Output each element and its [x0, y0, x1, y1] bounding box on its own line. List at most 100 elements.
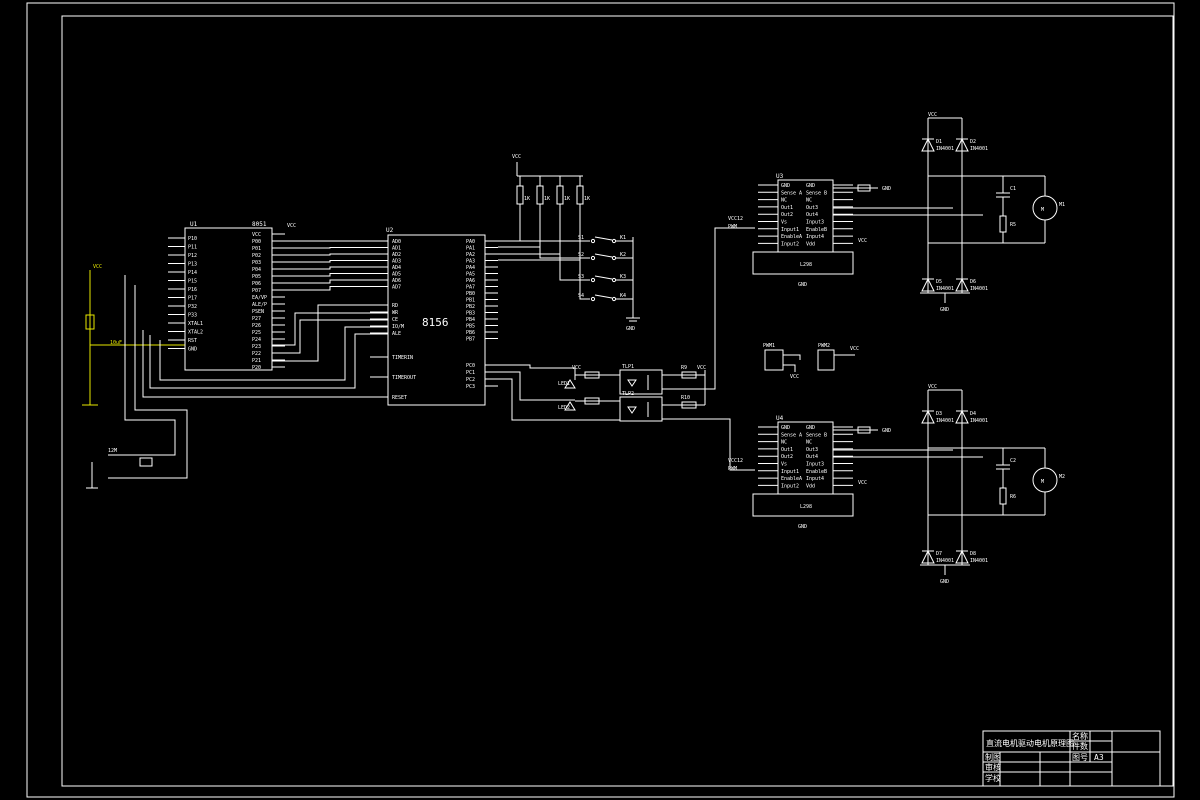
opto-res1: R9	[681, 365, 687, 371]
driver-right-pin: Out3	[806, 205, 818, 211]
opto2	[619, 396, 663, 422]
driver-ref: U3	[776, 173, 784, 180]
diode-label: D5	[936, 279, 942, 285]
switch-label: S3	[578, 274, 584, 280]
mcu-right-pin: P02	[252, 253, 261, 259]
motor-symbol	[1032, 195, 1058, 221]
diode-label: D2	[970, 139, 976, 145]
io-right-pin: PC0	[466, 363, 475, 369]
driver-right-pin: GND	[806, 183, 815, 189]
mcu-right-pin: VCC	[252, 232, 261, 238]
driver-vcc12: VCC12	[728, 458, 743, 464]
driver-left-pin: Out2	[781, 212, 793, 218]
motor-mark: M	[1041, 479, 1044, 485]
io-right-pin: PB7	[466, 337, 475, 343]
io-right-pin: PA3	[466, 259, 475, 265]
control-wiring	[142, 304, 388, 398]
io-left-pin: IO/M	[392, 324, 404, 330]
led1-label: LED1	[558, 381, 570, 387]
mcu-left-pin: P17	[188, 296, 197, 302]
crystal-circuit: 12M	[86, 275, 188, 489]
diode-label: D8	[970, 551, 976, 557]
mcu-right-pin: P07	[252, 288, 261, 294]
mcu-left-pin: P32	[188, 304, 197, 310]
driver-left-pin: EnableA	[781, 234, 802, 240]
io-right-pin: PC3	[466, 384, 475, 390]
driver-gnd-arrow: GND	[882, 186, 891, 192]
diode-type: IN4001	[936, 418, 954, 424]
reset-cap-label: 10uF	[110, 340, 122, 346]
driver-left-pin: Out2	[781, 454, 793, 460]
io-right-pin: PA0	[466, 239, 475, 245]
io-left-pin: TIMEROUT	[392, 375, 416, 381]
driver-right-pin: NC	[806, 198, 812, 204]
driver-right-pin: Vdd	[806, 483, 815, 489]
opto-res2: R10	[681, 395, 690, 401]
mcu-left-pin: P11	[188, 245, 197, 251]
bridge-gnd: GND	[940, 307, 949, 313]
pullup-value: 1K	[564, 196, 570, 202]
pwm-vcc: VCC	[790, 374, 799, 380]
mcu-right-pin: P03	[252, 260, 261, 266]
pwm-headers: PWM1 PWM2 VCC VCC	[763, 343, 859, 380]
io-right-pin: PA4	[466, 265, 475, 271]
mcu-right-pin: P22	[252, 351, 261, 357]
driver-right-pin: EnableB	[806, 469, 827, 475]
mcu-right-pin: P05	[252, 274, 261, 280]
mcu-right-pin: P04	[252, 267, 261, 273]
driver-right-pin: Sense B	[806, 432, 827, 438]
pullup-value: 1K	[584, 196, 590, 202]
diode-label: D3	[936, 411, 942, 417]
driver-ref: U4	[776, 415, 784, 422]
driver-left-pin: Out1	[781, 205, 793, 211]
driver-right-pin: Input4	[806, 476, 824, 482]
mcu-right-pin: P24	[252, 337, 261, 343]
diode-type: IN4001	[936, 558, 954, 564]
mcu-left-pin: XTAL1	[188, 321, 203, 327]
mcu-right-pin: P06	[252, 281, 261, 287]
diode-type: IN4001	[970, 418, 988, 424]
diode-label: D1	[936, 139, 942, 145]
diode-label: D7	[936, 551, 942, 557]
driver-left-pin: EnableA	[781, 476, 802, 482]
driver-left-pin: GND	[781, 183, 790, 189]
diode-type: IN4001	[970, 146, 988, 152]
switch-label: S4	[578, 293, 584, 299]
opto-vcc: VCC	[697, 365, 706, 371]
io-left-pin: AD0	[392, 239, 401, 245]
sense-res-label: R6	[1010, 494, 1016, 500]
mcu-right-pin: PSEN	[252, 309, 264, 315]
switch-tag: K3	[620, 274, 626, 280]
io-right-pin: PB5	[466, 324, 475, 330]
driver-left-pin: NC	[781, 440, 787, 446]
mcu-left-pin: RST	[188, 338, 197, 344]
driver-gnd: GND	[798, 524, 807, 530]
pullup-vcc-label: VCC	[512, 154, 521, 160]
diode-type: IN4001	[970, 558, 988, 564]
io-right-pin: PB1	[466, 298, 475, 304]
driver-right-pin: EnableB	[806, 227, 827, 233]
mcu-ref: U1	[190, 221, 198, 228]
driver-left-pin: Vs	[781, 220, 787, 226]
io-left-pin: AD3	[392, 259, 401, 265]
mcu-right-pin: P23	[252, 344, 261, 350]
io-right-pin: PA5	[466, 272, 475, 278]
io-name: 8156	[422, 316, 449, 329]
io-left-pin: AD5	[392, 272, 401, 278]
opto1-label: TLP1	[622, 364, 634, 370]
mcu-left-pin: P10	[188, 236, 197, 242]
mcu-right-pin: EA/VP	[252, 295, 267, 301]
driver-left-pin: Input2	[781, 241, 799, 247]
driver-right-pin: GND	[806, 425, 815, 431]
io-right-pin: PB4	[466, 317, 475, 323]
io-left-pin: RD	[392, 303, 398, 309]
switch-gnd-label: GND	[626, 326, 635, 332]
mcu-name: 8051	[252, 221, 267, 228]
motor-mark: M	[1041, 207, 1044, 213]
io-left-pin: WR	[392, 310, 399, 316]
mcu-left-pin: P33	[188, 313, 197, 319]
opto2-label: TLP2	[622, 391, 634, 397]
pullup-value: 1K	[544, 196, 550, 202]
driver-left-pin: Vs	[781, 462, 787, 468]
